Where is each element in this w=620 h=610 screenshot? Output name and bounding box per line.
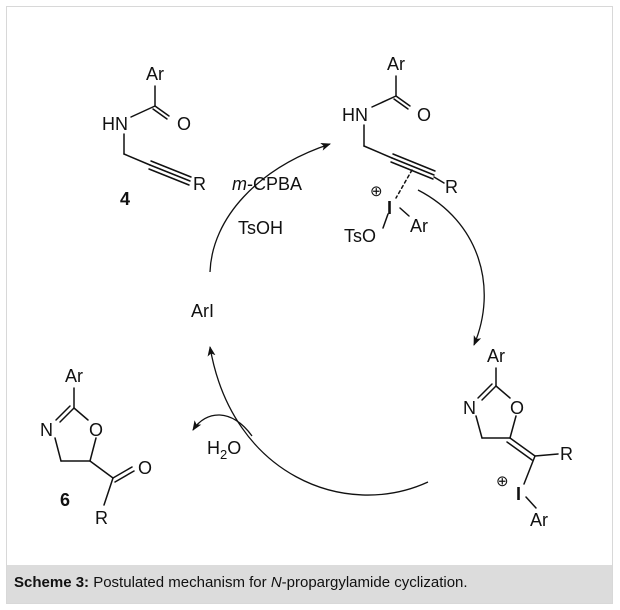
scheme-caption: Scheme 3: Postulated mechanism for N-pro… bbox=[14, 574, 468, 591]
caption-text-a: Postulated mechanism for bbox=[89, 574, 271, 591]
iodonium-intermediate: Ar O HN R ⊕ I Ar TsO bbox=[342, 54, 458, 246]
label-ar: Ar bbox=[387, 54, 405, 74]
arc-top-right bbox=[417, 189, 485, 346]
arc-water-release bbox=[192, 414, 253, 437]
label-tso: TsO bbox=[344, 226, 376, 246]
label-ar: Ar bbox=[65, 366, 83, 386]
caption-label: Scheme 3: bbox=[14, 574, 90, 591]
reagents: m-CPBA TsOH bbox=[232, 174, 302, 238]
caption-text-b: -propargylamide cyclization. bbox=[281, 574, 468, 591]
label-i: I bbox=[516, 484, 521, 504]
iodine-plus-charge: ⊕ bbox=[370, 183, 383, 200]
label-ar: Ar bbox=[530, 510, 548, 530]
water: H2O bbox=[207, 438, 241, 462]
caption-bar: Scheme 3: Postulated mechanism for N-pro… bbox=[7, 565, 612, 603]
scheme-frame bbox=[6, 6, 613, 604]
label-ar: Ar bbox=[146, 64, 164, 84]
label-i: I bbox=[387, 198, 392, 218]
label-r: R bbox=[445, 177, 458, 197]
water-h: H bbox=[207, 438, 220, 458]
compound-6: Ar N O O R 6 bbox=[40, 366, 152, 528]
label-ar: Ar bbox=[410, 216, 428, 236]
caption-italic-n: N bbox=[270, 574, 282, 591]
label-o: O bbox=[510, 398, 524, 418]
reagent-tsoh: TsOH bbox=[238, 218, 283, 238]
water-label: H2O bbox=[207, 438, 241, 462]
compound-number-6: 6 bbox=[60, 490, 70, 510]
label-o: O bbox=[138, 458, 152, 478]
label-r: R bbox=[560, 444, 573, 464]
catalytic-cycle bbox=[192, 143, 485, 496]
label-hn: HN bbox=[102, 114, 128, 134]
compound-4: Ar O HN R 4 bbox=[102, 64, 206, 209]
aryl-iodide-label: ArI bbox=[191, 301, 214, 321]
label-n: N bbox=[463, 398, 476, 418]
label-r: R bbox=[193, 174, 206, 194]
label-o: O bbox=[177, 114, 191, 134]
label-o: O bbox=[89, 420, 103, 440]
label-hn: HN bbox=[342, 105, 368, 125]
label-ar: Ar bbox=[487, 346, 505, 366]
water-o: O bbox=[227, 438, 241, 458]
oxazoline-iodonium: Ar N O R ⊕ I Ar bbox=[463, 346, 573, 530]
reagent-mcpba-m: m bbox=[232, 174, 247, 194]
compound-number-4: 4 bbox=[120, 189, 130, 209]
reagent-mcpba: m-CPBA bbox=[232, 174, 302, 194]
label-o: O bbox=[417, 105, 431, 125]
arc-top-left bbox=[209, 143, 331, 273]
water-subscript: 2 bbox=[220, 447, 227, 462]
reaction-scheme: Ar O HN R 4 m-CPBA TsOH Ar O HN R bbox=[40, 54, 573, 530]
label-r: R bbox=[95, 508, 108, 528]
label-n: N bbox=[40, 420, 53, 440]
iodine-plus-charge: ⊕ bbox=[496, 473, 509, 490]
reagent-mcpba-rest: -CPBA bbox=[247, 174, 302, 194]
arc-bottom bbox=[207, 346, 429, 496]
